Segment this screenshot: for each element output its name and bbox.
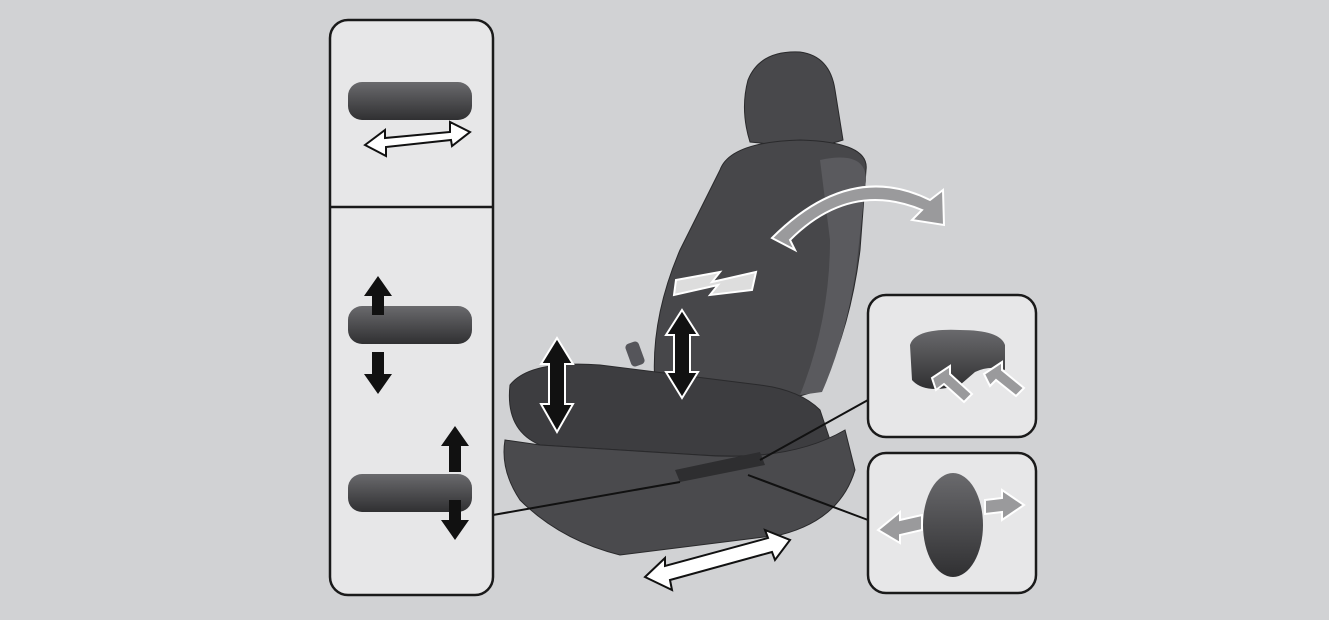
seat-base — [503, 429, 856, 556]
front-up-arrow-icon — [364, 276, 392, 315]
rear-up-arrow-icon — [441, 426, 469, 472]
front-height-arrow-icon — [664, 308, 700, 400]
slide-direction-arrow-icon — [363, 120, 472, 158]
callout-line-left — [492, 481, 681, 516]
callout-line-lumbar — [759, 399, 869, 461]
front-down-arrow-icon — [364, 352, 392, 394]
lumbar-press-arrow-2-icon — [982, 360, 1026, 398]
lumbar-switch-icon[interactable] — [910, 329, 1005, 389]
callout-line-recline — [747, 474, 869, 521]
recline-back-arrow-icon — [876, 509, 923, 545]
rear-height-switch-icon[interactable] — [348, 474, 472, 512]
seat-headrest — [744, 51, 844, 147]
seat-lever — [625, 341, 645, 367]
recline-callout-panel — [866, 451, 1038, 595]
seat-side-controls — [675, 452, 765, 482]
rear-height-arrow-icon — [539, 336, 575, 435]
recline-switch-icon[interactable] — [923, 473, 983, 577]
recline-forward-arrow-icon — [984, 488, 1026, 522]
lumbar-arrow-icon — [672, 270, 758, 297]
slide-switch-icon[interactable] — [348, 82, 472, 120]
front-height-switch-icon[interactable] — [348, 306, 472, 344]
left-callout-panel — [328, 18, 495, 597]
lumbar-press-arrow-1-icon — [930, 364, 974, 404]
recline-arrow-icon — [770, 185, 946, 253]
lumbar-callout-panel — [866, 293, 1038, 439]
rear-down-arrow-icon — [441, 500, 469, 540]
seat-backrest-bolster — [800, 157, 866, 395]
slide-arrow-icon — [643, 528, 792, 592]
